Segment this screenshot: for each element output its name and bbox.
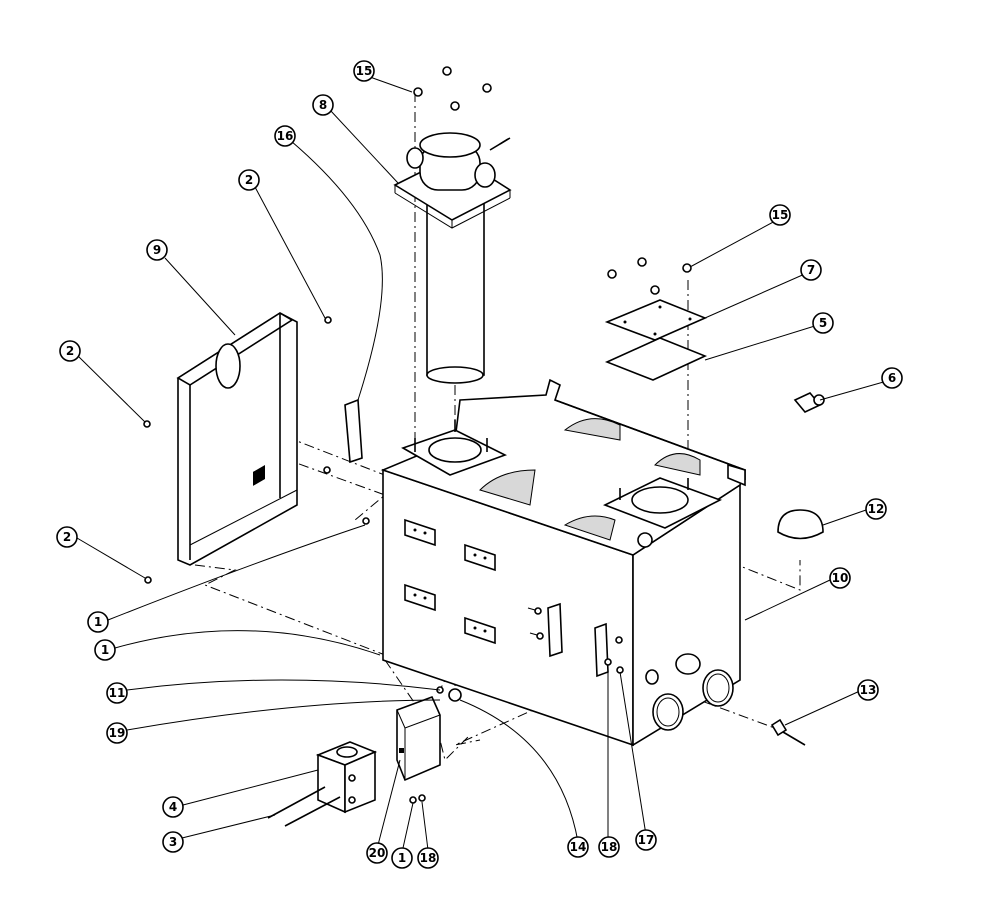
fitting bbox=[793, 392, 825, 413]
callout-label: 12 bbox=[868, 502, 885, 516]
callout-11: 11 bbox=[106, 682, 128, 704]
callout-label: 18 bbox=[420, 851, 437, 865]
callout-4: 4 bbox=[162, 796, 184, 818]
callout-6: 6 bbox=[881, 367, 903, 389]
callout-2-left: 2 bbox=[59, 340, 81, 362]
callout-2-top: 2 bbox=[238, 169, 260, 191]
callout-5: 5 bbox=[812, 312, 834, 334]
callout-label: 1 bbox=[101, 643, 109, 657]
callout-label: 1 bbox=[398, 851, 406, 865]
callout-label: 9 bbox=[153, 243, 161, 257]
dome-cap bbox=[777, 509, 824, 540]
front-clips bbox=[404, 518, 496, 645]
cable-gland bbox=[770, 718, 806, 746]
callout-20: 20 bbox=[366, 842, 388, 864]
callout-label: 13 bbox=[860, 683, 877, 697]
callout-label: 6 bbox=[888, 371, 896, 385]
callout-label: 17 bbox=[638, 833, 655, 847]
leader-lines bbox=[76, 76, 888, 851]
callout-label: 15 bbox=[772, 208, 789, 222]
callout-label: 4 bbox=[169, 800, 177, 814]
callout-label: 3 bbox=[169, 835, 177, 849]
callout-8: 8 bbox=[312, 94, 334, 116]
callout-13: 13 bbox=[857, 679, 879, 701]
callout-label: 10 bbox=[832, 571, 849, 585]
callout-label: 20 bbox=[369, 846, 386, 860]
callout-bubbles: 15 8 16 2 9 2 15 7 5 6 12 2 10 1 1 11 13… bbox=[56, 60, 903, 869]
callout-label: 5 bbox=[819, 316, 827, 330]
callout-label: 15 bbox=[356, 64, 373, 78]
callout-2-bottom: 2 bbox=[56, 526, 78, 548]
callout-label: 16 bbox=[277, 129, 294, 143]
callout-label: 11 bbox=[109, 686, 126, 700]
mounting-bracket bbox=[344, 398, 363, 464]
callout-18-a: 18 bbox=[417, 847, 439, 869]
callout-19: 19 bbox=[106, 722, 128, 744]
callout-label: 14 bbox=[570, 840, 587, 854]
callout-label: 18 bbox=[601, 840, 618, 854]
callout-17: 17 bbox=[635, 829, 657, 851]
callout-1-a: 1 bbox=[87, 611, 109, 633]
callout-label: 8 bbox=[319, 98, 327, 112]
callout-label: 2 bbox=[245, 173, 253, 187]
callout-1-c: 1 bbox=[391, 847, 413, 869]
callout-18-b: 18 bbox=[598, 836, 620, 858]
callout-15-right: 15 bbox=[769, 204, 791, 226]
main-enclosure bbox=[380, 378, 747, 747]
callout-10: 10 bbox=[829, 567, 851, 589]
callout-16: 16 bbox=[274, 125, 296, 147]
callout-12: 12 bbox=[865, 498, 887, 520]
callout-7: 7 bbox=[800, 259, 822, 281]
callout-15-top: 15 bbox=[353, 60, 375, 82]
callout-1-b: 1 bbox=[94, 639, 116, 661]
cover-plates bbox=[604, 257, 708, 381]
top-nuts bbox=[413, 66, 492, 111]
callout-label: 7 bbox=[807, 263, 815, 277]
vertical-cylinder-assembly bbox=[393, 132, 512, 384]
callout-label: 19 bbox=[109, 726, 126, 740]
small-enclosures bbox=[267, 695, 441, 827]
callout-label: 2 bbox=[63, 530, 71, 544]
cover-panel bbox=[176, 312, 298, 566]
callout-9: 9 bbox=[146, 239, 168, 261]
callout-label: 2 bbox=[66, 344, 74, 358]
screws bbox=[143, 316, 624, 804]
callout-label: 1 bbox=[94, 615, 102, 629]
callout-14: 14 bbox=[567, 836, 589, 858]
callout-3: 3 bbox=[162, 831, 184, 853]
